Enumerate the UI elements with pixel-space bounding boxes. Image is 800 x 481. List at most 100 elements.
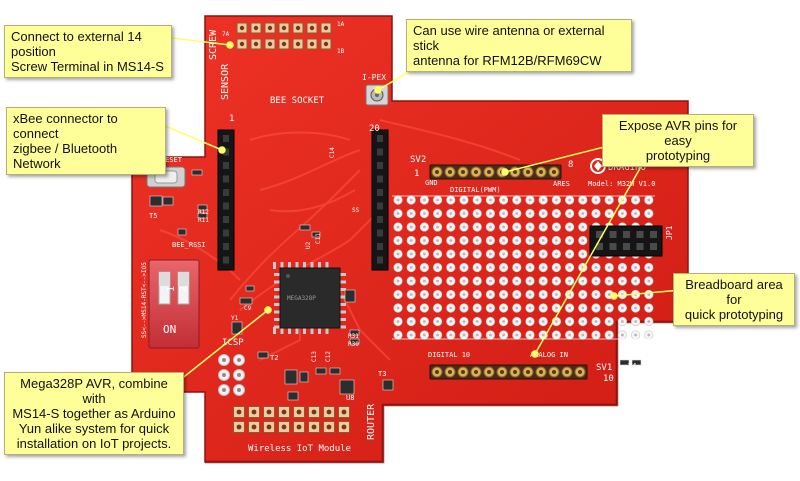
breadboard-hole-center (594, 306, 598, 310)
breadboard-hole-center (449, 198, 453, 202)
breadboard-hole-center (568, 320, 571, 323)
smd-part (299, 224, 311, 231)
callout-screw-terminal-line2: Screw Terminal in MS14-S (11, 59, 164, 74)
breadboard-hole-center (449, 266, 453, 269)
callout-mega328p-line1: Mega328P AVR, combine with (20, 376, 168, 406)
breadboard-hole-center (581, 333, 585, 337)
breadboard-hole-center (462, 212, 466, 215)
silk-bee-rssi: BEE_RSSI (172, 241, 206, 249)
breadboard-hole-center (409, 239, 413, 242)
silk-sv1: SV1 (596, 363, 612, 373)
smd-part (284, 369, 298, 385)
chip-pin (339, 303, 346, 306)
header-hole (309, 41, 315, 47)
breadboard-hole-center (423, 225, 426, 229)
breadboard-hole-center (541, 266, 545, 269)
chip-pin (339, 295, 346, 299)
silk-c9: C9 (244, 305, 252, 312)
header-hole (323, 25, 329, 31)
header-hole (311, 409, 317, 415)
gold-hole (461, 170, 465, 174)
gold-hole (539, 370, 543, 374)
breadboard-hole-center (515, 266, 519, 269)
silk-t2: T2 (270, 354, 278, 362)
callout-screw-terminal-line1: Connect to external 14 position (11, 29, 142, 59)
breadboard-hole-center (502, 333, 505, 337)
breadboard-hole-center (489, 212, 492, 215)
breadboard-hole-center (594, 266, 598, 269)
smd-part (149, 195, 163, 207)
smd-part (382, 379, 394, 391)
header-slot (596, 231, 603, 238)
breadboard-hole-center (409, 293, 413, 296)
silk-jp1: JP1 (665, 225, 674, 240)
gold-hole (565, 370, 569, 374)
chip-pin (310, 327, 314, 334)
breadboard-hole-center (475, 320, 479, 323)
breadboard-hole-center (647, 212, 651, 215)
callout-avr-pins-line2: prototyping (645, 148, 711, 163)
breadboard-hole-center (581, 212, 585, 215)
breadboard-hole-center (647, 320, 651, 323)
breadboard-hole-center (502, 320, 505, 323)
header-hole (267, 25, 273, 31)
header-slot (223, 175, 229, 183)
breadboard-hole-center (502, 212, 505, 215)
header-hole (341, 424, 347, 430)
gold-hole (448, 170, 452, 174)
breadboard-hole-center (568, 279, 571, 283)
chip-pin (274, 325, 281, 329)
silk-analog-in: ANALOG IN (530, 351, 568, 359)
breadboard-hole-center (607, 333, 611, 337)
breadboard-hole-center (462, 252, 466, 256)
breadboard-hole-center (541, 320, 545, 323)
silk-ss: SS (352, 207, 360, 214)
chip-pin (339, 325, 346, 329)
header-body (429, 364, 588, 380)
breadboard-hole-center (396, 252, 400, 256)
breadboard-hole-center (634, 320, 637, 323)
breadboard-area (392, 195, 655, 340)
chip-pin (274, 295, 281, 299)
breadboard-hole-center (396, 266, 400, 269)
header-hole (281, 41, 287, 47)
silk-sv2-1: 1 (414, 169, 419, 179)
silk-wireless: Wireless IoT Module (248, 444, 351, 454)
breadboard-hole-center (423, 239, 426, 242)
breadboard-hole-center (594, 279, 598, 283)
breadboard-hole-center (528, 212, 532, 215)
breadboard-hole-center (607, 279, 611, 283)
breadboard-hole-center (581, 293, 585, 296)
breadboard-hole-center (568, 306, 571, 310)
breadboard-hole-center (462, 266, 466, 269)
breadboard-hole-center (436, 225, 439, 229)
breadboard-hole-center (396, 198, 400, 202)
chip-pin (274, 280, 281, 284)
chip-pin (303, 262, 306, 269)
breadboard-hole-center (541, 225, 545, 229)
chip-pin (280, 262, 284, 269)
breadboard-hole-center (594, 320, 598, 323)
breadboard-hole-center (396, 225, 400, 229)
breadboard-hole-center (555, 252, 558, 256)
silk-r11: R11 (198, 217, 209, 224)
breadboard-hole-center (489, 306, 492, 310)
breadboard-hole-center (489, 239, 492, 242)
breadboard-hole-center (409, 225, 413, 229)
breadboard-hole-center (489, 252, 492, 256)
breadboard-hole-center (462, 198, 466, 202)
breadboard-hole-center (594, 198, 598, 202)
breadboard-hole-center (409, 252, 413, 256)
breadboard-hole-center (555, 279, 558, 283)
smd-part (631, 359, 642, 366)
breadboard-hole-center (396, 293, 400, 296)
gold-hole (513, 170, 517, 174)
chip-pin (274, 273, 281, 276)
header-slot (223, 243, 229, 250)
silk-ipex: I-PEX (362, 73, 386, 82)
chip-pin (325, 262, 329, 269)
breadboard-hole-center (489, 279, 492, 283)
header-slot (650, 243, 657, 250)
breadboard-hole-center (449, 320, 453, 323)
silk-r30: R30 (348, 341, 359, 348)
